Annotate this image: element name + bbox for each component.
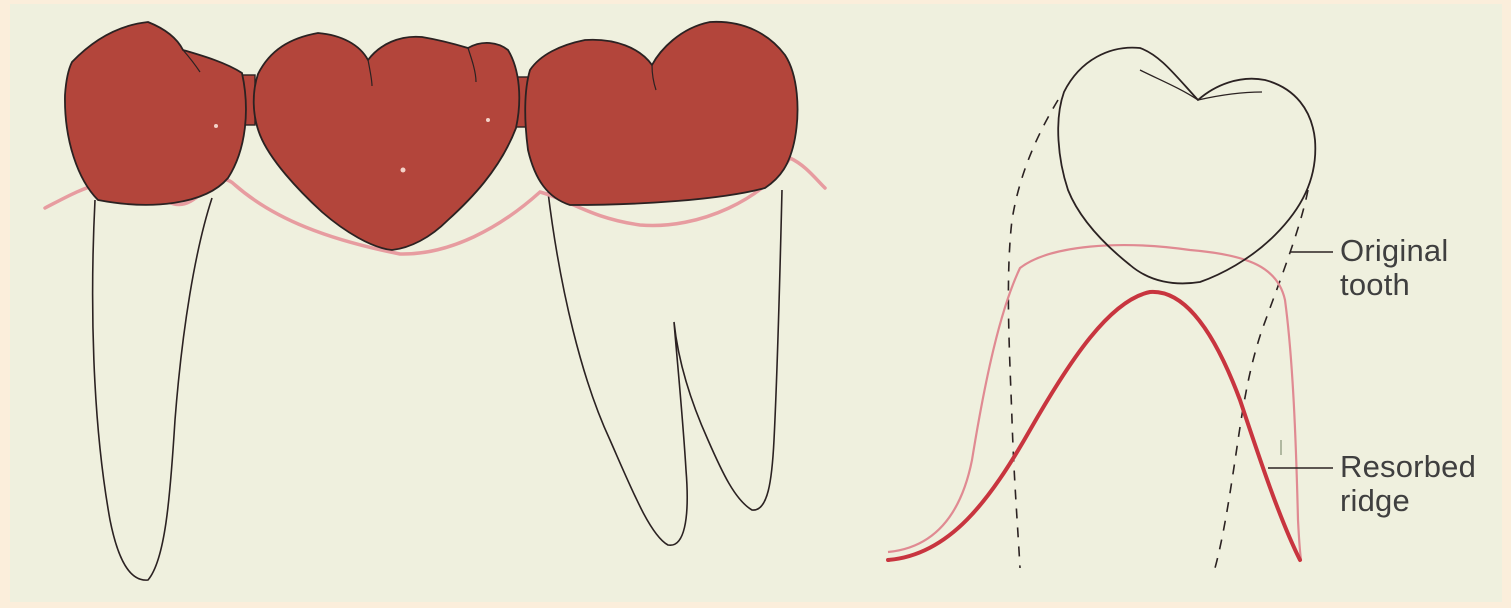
label-original-tooth: Original tooth (1340, 234, 1448, 302)
fixed-bridge-illustration (45, 22, 825, 580)
right-crown (525, 22, 797, 205)
right-root (548, 190, 782, 545)
label-original-tooth-line-2: tooth (1340, 268, 1448, 302)
middle-crown (254, 33, 520, 250)
left-crown (65, 22, 246, 205)
label-resorbed-ridge: Resorbed ridge (1340, 450, 1476, 518)
label-resorbed-ridge-line-2: ridge (1340, 484, 1476, 518)
resorbed-ridge-line (888, 292, 1300, 560)
label-original-tooth-line-1: Original (1340, 234, 1448, 268)
tooth-crown-outline (1058, 48, 1315, 284)
original-tooth-dashed-left (1008, 100, 1058, 568)
tooth-cross-section-illustration (888, 48, 1333, 568)
left-root (93, 198, 212, 580)
crown-highlight-1 (401, 168, 406, 173)
crown-highlight-3 (486, 118, 490, 122)
tooth-crown-groove (1140, 70, 1262, 100)
label-resorbed-ridge-line-1: Resorbed (1340, 450, 1476, 484)
crown-highlight-2 (214, 124, 218, 128)
